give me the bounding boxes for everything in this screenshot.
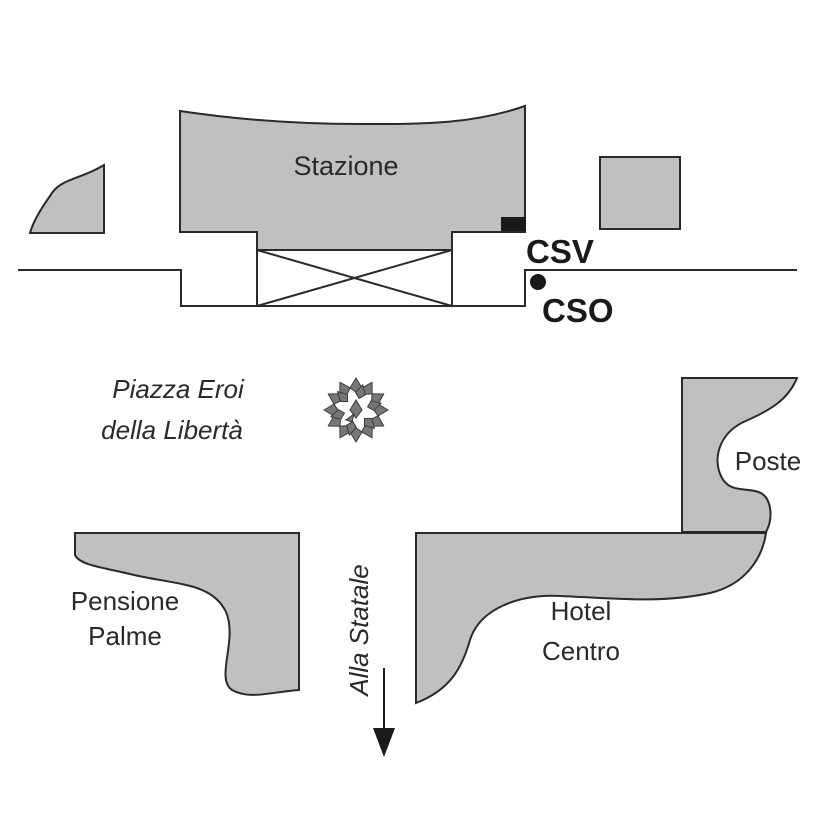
post-office-label: Poste bbox=[735, 446, 802, 476]
csv-stop-marker bbox=[501, 217, 526, 231]
hotel-block bbox=[415, 532, 768, 705]
cso-label: CSO bbox=[542, 292, 614, 329]
hotel-label-line1: Hotel bbox=[551, 596, 612, 626]
road-label: Alla Statale bbox=[344, 564, 374, 698]
piazza-label-line2: della Libertà bbox=[101, 415, 243, 445]
hotel-label-line2: Centro bbox=[542, 636, 620, 666]
station-canopy bbox=[256, 249, 453, 307]
pension-block bbox=[74, 532, 300, 696]
pension-label-line1: Pensione bbox=[71, 586, 179, 616]
arrow-down-icon bbox=[373, 668, 395, 757]
piazza-label-line1: Piazza Eroi bbox=[112, 374, 245, 404]
street-edge-north bbox=[18, 269, 797, 307]
post-office-block bbox=[681, 377, 799, 533]
pension-label-line2: Palme bbox=[88, 621, 162, 651]
station-building bbox=[179, 104, 526, 251]
csv-label: CSV bbox=[526, 233, 594, 270]
block-top-left bbox=[28, 163, 105, 234]
block-top-right bbox=[599, 156, 681, 230]
station-label: Stazione bbox=[293, 151, 398, 181]
cso-stop-marker bbox=[530, 274, 546, 290]
wreath-icon bbox=[323, 377, 389, 443]
